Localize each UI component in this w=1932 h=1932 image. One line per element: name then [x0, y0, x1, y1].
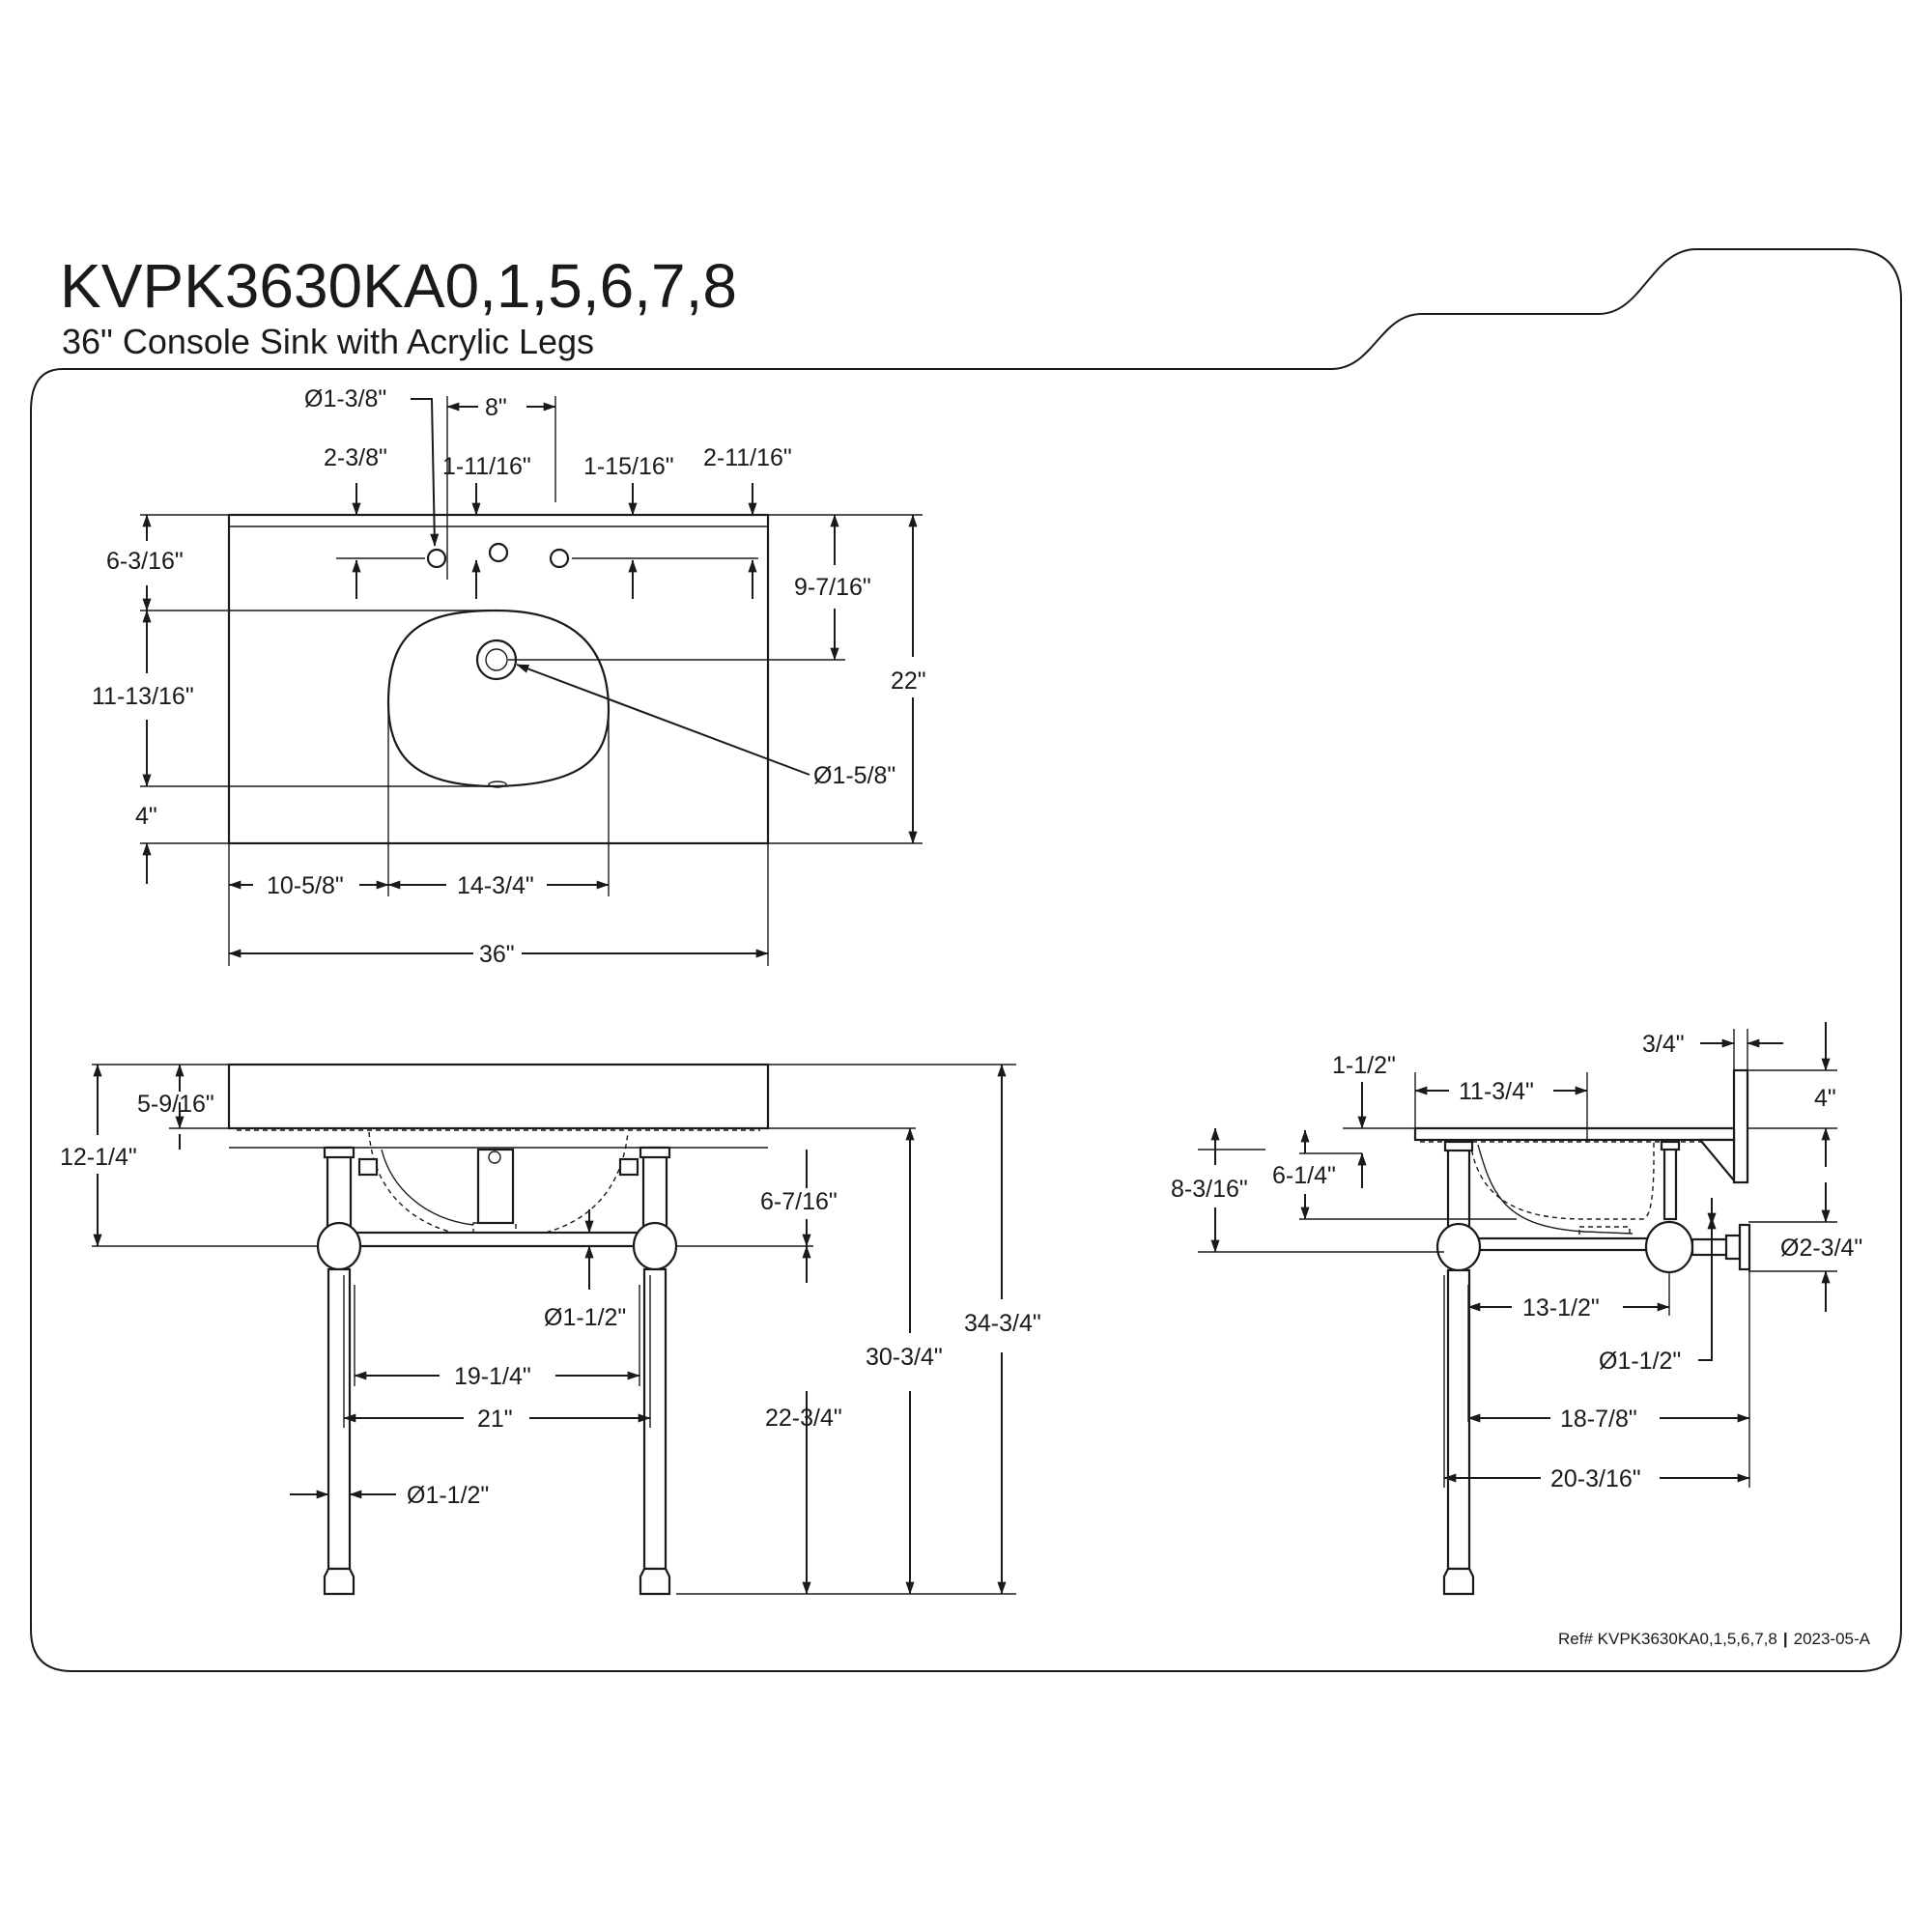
dim-top-offset: 1-1/2"	[1332, 1052, 1396, 1079]
dim-drain-dia: Ø1-5/8"	[813, 762, 895, 789]
dim-outer-leg-span: 21"	[477, 1406, 513, 1433]
reference-revision: 2023-05-A	[1794, 1630, 1871, 1648]
dim-drain-depth: 9-7/16"	[794, 574, 871, 601]
dim-trap-dia: Ø2-3/4"	[1780, 1235, 1862, 1262]
wall-flange	[1738, 1223, 1751, 1271]
dim-faucet-spread: 8"	[485, 394, 507, 421]
reference-line: Ref# KVPK3630KA0,1,5,6,7,8 | 2023-05-A	[1558, 1630, 1871, 1648]
dim-inner-leg-span: 19-1/4"	[454, 1363, 531, 1390]
dim-right-edge-offset: 2-11/16"	[703, 444, 792, 471]
side-leg-foot	[1442, 1567, 1475, 1596]
dim-rail-clearance: 6-7/16"	[760, 1188, 838, 1215]
dim-front-margin: 4"	[135, 803, 157, 830]
faucet-hole-right	[549, 548, 570, 569]
dim-overall-width: 36"	[479, 941, 515, 968]
leg-left-foot	[323, 1567, 355, 1596]
bracket-right	[618, 1157, 639, 1177]
faucet-hole-left	[426, 548, 447, 569]
leg-right-foot	[639, 1567, 671, 1596]
towel-rail	[336, 1231, 659, 1248]
drain-inner	[485, 648, 508, 671]
faucet-hole-center	[488, 542, 509, 563]
side-leg-lower	[1446, 1268, 1471, 1571]
overflow-hole	[488, 1151, 501, 1164]
front-countertop	[227, 1063, 770, 1130]
dim-hole-spacing-b: 1-15/16"	[583, 453, 674, 480]
top-view: Ø1-3/8" 8" 2-3/8" 1-11/16" 1-15/16" 2-11…	[92, 385, 926, 968]
dim-backsplash-thickness: 3/4"	[1642, 1031, 1685, 1058]
page-title: KVPK3630KA0,1,5,6,7,8	[60, 251, 737, 321]
leg-right-joint	[632, 1221, 678, 1271]
side-leg-back-upper	[1662, 1140, 1678, 1221]
dim-rail-height: 22-3/4"	[765, 1405, 842, 1432]
dim-backsplash-height: 4"	[1814, 1085, 1836, 1112]
side-view: 3/4" 4" 1-1/2" 11-3/4" 6-1/4" 8-3/16" Ø2…	[1171, 1022, 1862, 1596]
dim-overall-depth: 22"	[891, 668, 926, 695]
side-leg-front-upper	[1446, 1140, 1471, 1231]
reference-prefix: Ref# KVPK3630KA0,1,5,6,7,8	[1558, 1630, 1777, 1648]
dim-leg-dia: Ø1-1/2"	[407, 1482, 489, 1509]
side-rail	[1463, 1236, 1661, 1252]
dim-side-rail-dia: Ø1-1/2"	[1599, 1348, 1681, 1375]
sink-bowl-outline	[386, 609, 611, 788]
dim-rail-dia: Ø1-1/2"	[544, 1304, 626, 1331]
dim-side-overall-depth: 20-3/16"	[1550, 1465, 1641, 1492]
dim-bowl-width: 14-3/4"	[457, 872, 534, 899]
dim-faucet-hole-dia: Ø1-3/8"	[304, 385, 386, 412]
leg-left-joint	[316, 1221, 362, 1271]
side-leg-joint	[1435, 1222, 1482, 1272]
side-backsplash	[1732, 1068, 1749, 1184]
drain-tailpiece	[476, 1148, 515, 1225]
dim-overall-height: 34-3/4"	[964, 1310, 1041, 1337]
dim-bowl-left-offset: 10-5/8"	[267, 872, 344, 899]
dim-bowl-front-depth: 11-3/4"	[1459, 1078, 1534, 1105]
front-view: 5-9/16" 12-1/4" 6-7/16" Ø1-1/2" 19-1/4" …	[60, 1063, 1041, 1596]
side-countertop	[1413, 1126, 1736, 1142]
dim-bowl-depth: 11-13/16"	[92, 683, 194, 710]
page-subtitle: 36" Console Sink with Acrylic Legs	[62, 322, 594, 361]
side-trap-joint	[1644, 1220, 1694, 1274]
dim-top-thickness: 5-9/16"	[137, 1091, 214, 1118]
side-bracket	[1697, 1138, 1736, 1184]
bracket-left	[357, 1157, 379, 1177]
drawing-frame	[30, 248, 1902, 1672]
dim-trap-offset: 13-1/2"	[1522, 1294, 1600, 1321]
dim-apron-height: 8-3/16"	[1171, 1176, 1248, 1203]
dim-hole-depth: 6-3/16"	[106, 548, 184, 575]
dim-hole-spacing-a: 1-11/16"	[442, 453, 531, 480]
dim-counter-height: 30-3/4"	[866, 1344, 943, 1371]
overflow-slot	[488, 781, 507, 788]
reference-separator: |	[1783, 1630, 1788, 1648]
dim-leg-to-wall: 18-7/8"	[1560, 1406, 1637, 1433]
dim-bowl-height: 6-1/4"	[1272, 1162, 1336, 1189]
dim-left-hole-offset: 2-3/8"	[324, 444, 387, 471]
dim-apron-to-rail: 12-1/4"	[60, 1144, 137, 1171]
